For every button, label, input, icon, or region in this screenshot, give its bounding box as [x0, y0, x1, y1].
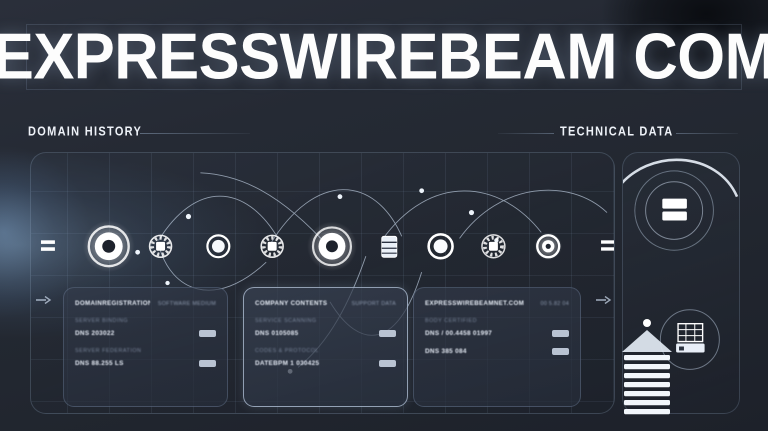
domain-record-card-3[interactable]: EXPRESSWIREBEAMNET.COM 00 5.82 04 BODY C… — [413, 287, 581, 407]
timeline-node-database — [381, 235, 398, 258]
timeline-node-registration — [82, 220, 135, 273]
card-row-label: DNS 203022 — [75, 330, 115, 337]
technical-data-panel — [622, 152, 740, 414]
card-row[interactable]: DATEBPM 1 030425 — [255, 360, 396, 367]
card-header: DOMAINREGISTRATION RECORD SOFTWARE MEDIU… — [75, 300, 216, 307]
card-row-label: DNS 385 084 — [425, 348, 467, 355]
card-row-toggle[interactable] — [379, 330, 396, 337]
server-equals-icon — [634, 170, 714, 251]
timeline-marker-end — [601, 240, 614, 251]
label-rule-left — [140, 133, 250, 134]
timeline-node-dns — [427, 233, 454, 260]
card-section-label: SERVER BINDING — [75, 318, 129, 324]
card-row-toggle[interactable] — [199, 360, 216, 367]
card-header: COMPANY CONTENTS SUPPORT DATA — [255, 300, 396, 307]
card-meta: SOFTWARE MEDIUM — [157, 301, 216, 307]
timeline-node-renewal — [307, 221, 357, 272]
card-meta: SUPPORT DATA — [351, 301, 396, 307]
card-title: DOMAINREGISTRATION RECORD — [75, 300, 150, 307]
card-row[interactable]: DNS / 00.4458 01997 — [425, 330, 569, 337]
card-title: COMPANY CONTENTS — [255, 300, 328, 307]
card-row-label: DNS 0105085 — [255, 330, 299, 337]
timeline-track — [40, 220, 614, 273]
card-row-label: DATEBPM 1 030425 — [255, 360, 320, 367]
page-title: EXPRESSWIREBEAM COM — [0, 20, 768, 93]
timeline-marker-start — [40, 240, 55, 251]
connector-arrow-left — [36, 295, 52, 305]
card-meta: 00 5.82 04 — [540, 301, 569, 307]
server-rack-stack-icon — [622, 319, 672, 415]
section-label-technical-data: TECHNICAL DATA — [560, 125, 674, 139]
card-section-label-2: CODES & PROTOCOL — [255, 348, 319, 354]
card-section-label: BODY CERTIFIED — [425, 318, 478, 324]
card-row-label: DNS / 00.4458 01997 — [425, 330, 493, 337]
technical-icons-group — [623, 158, 739, 370]
card-row[interactable]: DNS 0105085 — [255, 330, 396, 337]
card-row-label: DNS 88.255 LS — [75, 360, 124, 367]
card-row[interactable]: DNS 203022 — [75, 330, 216, 337]
card-row[interactable]: DNS 88.255 LS — [75, 360, 216, 367]
card-title: EXPRESSWIREBEAMNET.COM — [425, 300, 525, 307]
card-row-toggle[interactable] — [379, 360, 396, 367]
timeline-node-update — [260, 234, 284, 258]
card-row-toggle[interactable] — [552, 348, 569, 355]
card-row-toggle[interactable] — [199, 330, 216, 337]
card-header: EXPRESSWIREBEAMNET.COM 00 5.82 04 — [425, 300, 569, 307]
domain-record-card-2[interactable]: COMPANY CONTENTS SUPPORT DATA SERVICE SC… — [243, 287, 408, 407]
timeline-node-record — [481, 234, 506, 259]
grid-keyboard-icon — [659, 309, 720, 370]
card-section-label-2: SERVER FEDERATION — [75, 348, 142, 354]
timeline-node-transfer — [206, 234, 231, 259]
timeline-node-current — [534, 232, 563, 261]
title-banner: EXPRESSWIREBEAM COM — [0, 24, 768, 90]
timeline-node-config — [148, 234, 173, 258]
domain-record-card-1[interactable]: DOMAINREGISTRATION RECORD SOFTWARE MEDIU… — [63, 287, 228, 407]
section-label-domain-history: DOMAIN HISTORY — [28, 125, 143, 139]
card-row[interactable]: DNS 385 084 — [425, 348, 569, 355]
label-rule-right — [676, 133, 738, 134]
connector-arrow-right — [596, 295, 612, 305]
card-row-toggle[interactable] — [552, 330, 569, 337]
card-section-label: SERVICE SCANNING — [255, 318, 317, 324]
label-rule-right-inner — [498, 133, 554, 134]
